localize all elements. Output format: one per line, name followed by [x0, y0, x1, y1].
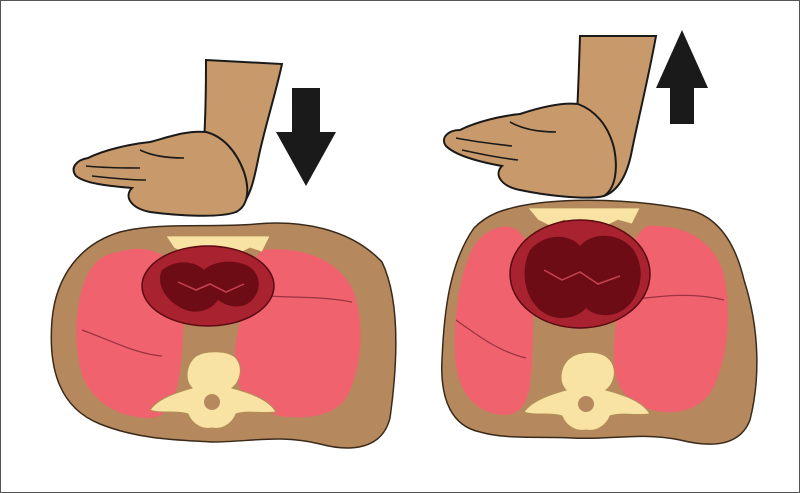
heart-chambers-expanded: [525, 236, 641, 318]
panel-release: [442, 30, 757, 444]
spinal-canal-left: [204, 394, 220, 410]
hand-lifted: [444, 104, 616, 198]
hand-pressing: [74, 132, 248, 216]
panel-compression: [51, 60, 396, 448]
arrow-down-icon: [276, 88, 336, 186]
spinal-canal-right: [578, 396, 594, 412]
arrow-up-icon: [656, 30, 708, 124]
